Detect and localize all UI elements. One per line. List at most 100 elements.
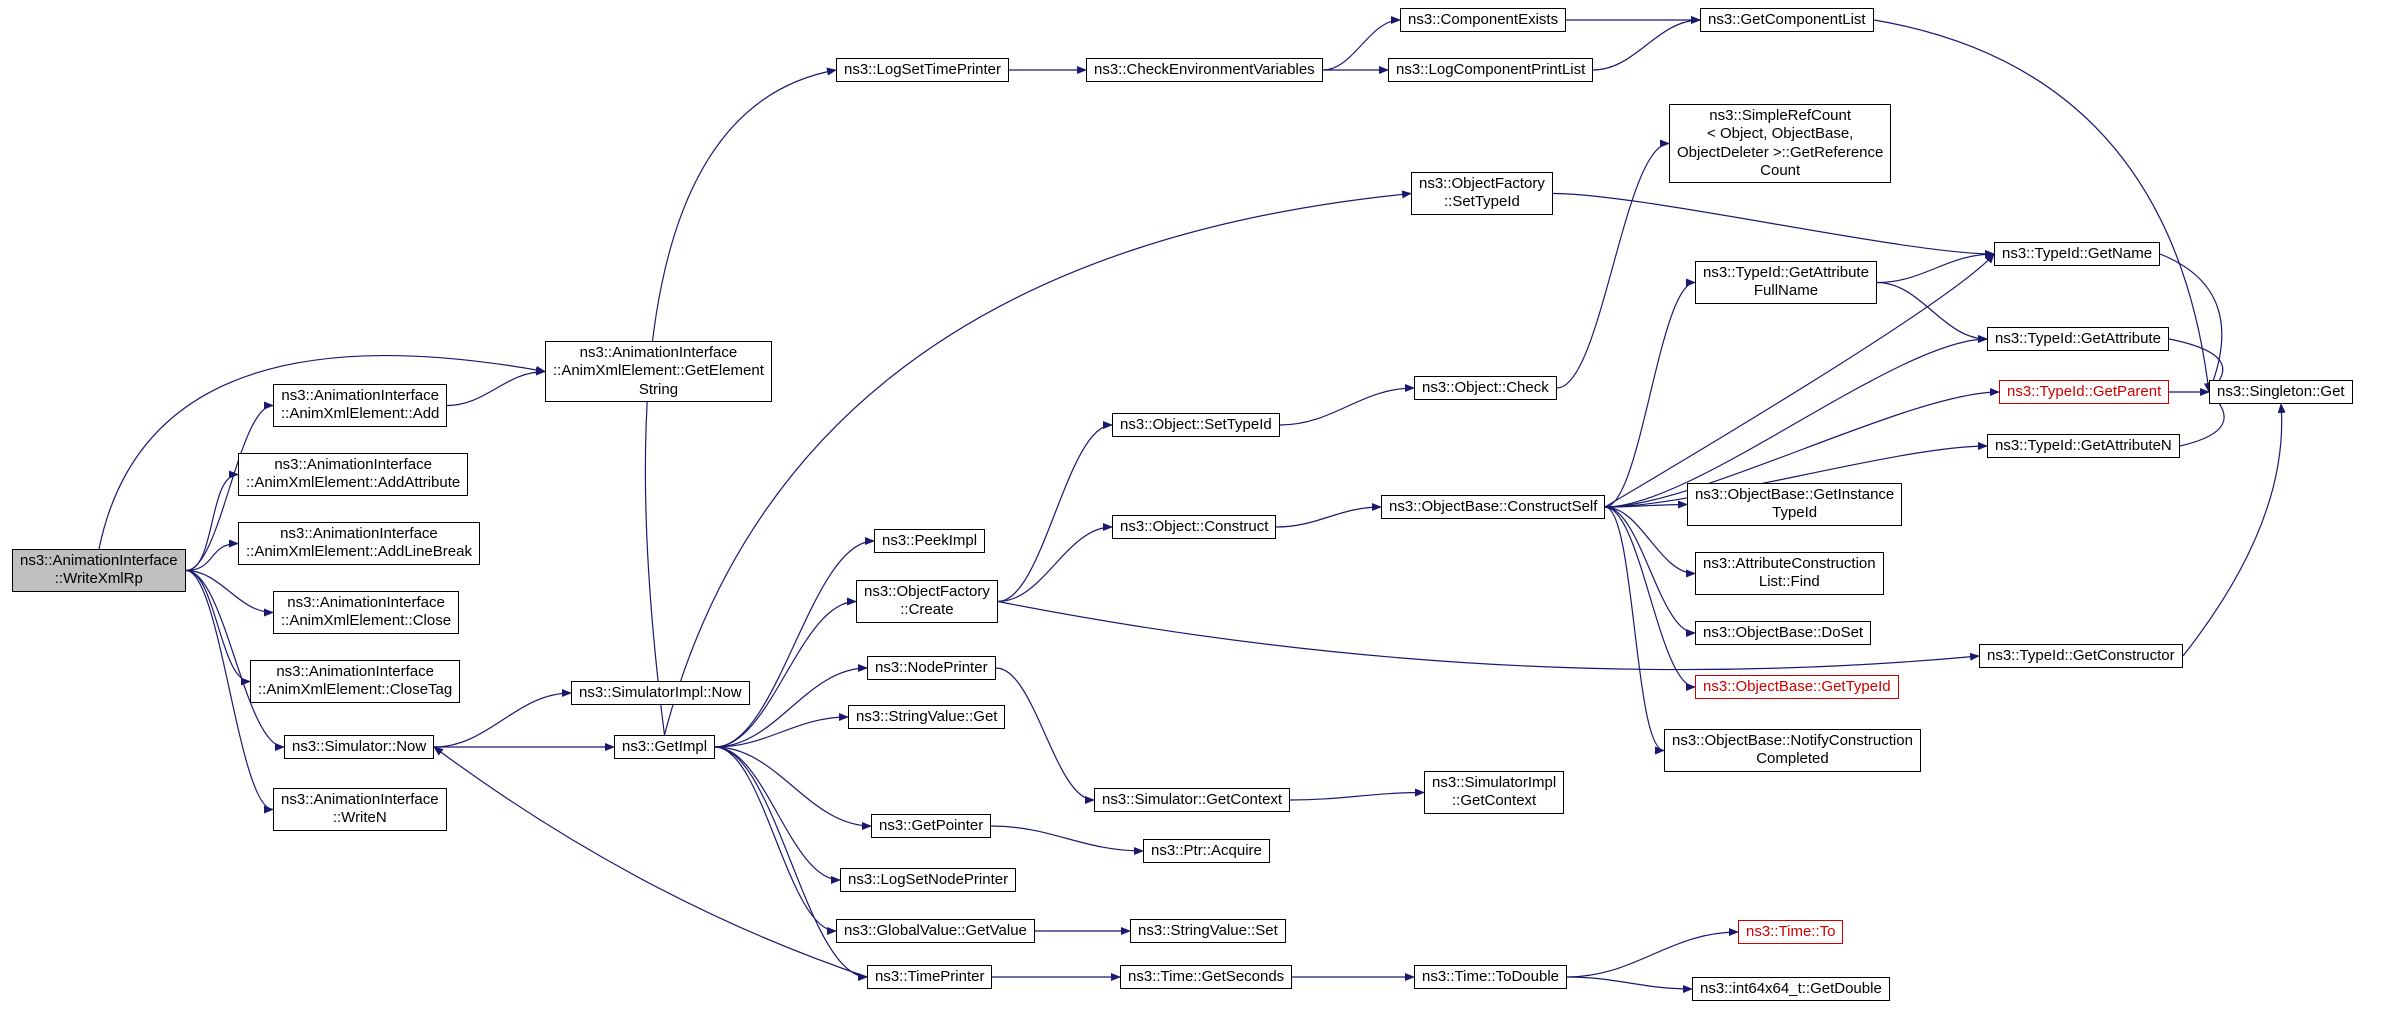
edge-get-constructor--singleton-get [2182,403,2286,657]
graph-node-component-exists[interactable]: ns3::ComponentExists [1400,8,1567,33]
node-label-line: ::WriteN [332,809,387,827]
graph-node-construct-self[interactable]: ns3::ObjectBase::ConstructSelf [1381,495,1606,520]
graph-node-int64-get-double[interactable]: ns3::int64x64_t::GetDouble [1692,977,1890,1002]
graph-node-get-pointer[interactable]: ns3::GetPointer [871,814,992,839]
graph-node-sim-get-context[interactable]: ns3::Simulator::GetContext [1094,788,1291,813]
node-label-line: ns3::Time::GetSeconds [1128,968,1285,985]
node-label-line: ns3::AnimationInterface [274,456,432,473]
graph-node-sim-impl-get-context[interactable]: ns3::SimulatorImpl::GetContext [1424,771,1565,814]
graph-node-factory-set-type-id[interactable]: ns3::ObjectFactory::SetTypeId [1411,172,1553,215]
node-label-line: ::GetContext [1452,792,1537,810]
graph-node-write-n[interactable]: ns3::AnimationInterface::WriteN [273,788,447,831]
edge-factory-create--obj-construct [997,523,1113,603]
node-label-line: ns3::Object::Construct [1120,518,1269,535]
edge-get-impl--node-printer [714,664,868,748]
graph-node-log-component-print-list[interactable]: ns3::LogComponentPrintList [1388,58,1594,83]
graph-node-type-get-attribute-n[interactable]: ns3::TypeId::GetAttributeN [1987,434,2180,459]
node-label-line: ns3::AnimationInterface [281,791,439,808]
graph-node-obj-base-get-type-id[interactable]: ns3::ObjectBase::GetTypeId [1695,675,1899,700]
graph-node-obj-set-type-id[interactable]: ns3::Object::SetTypeId [1112,413,1280,438]
graph-node-time-printer[interactable]: ns3::TimePrinter [867,965,993,990]
graph-node-peek-impl[interactable]: ns3::PeekImpl [874,529,986,554]
graph-node-log-set-node-printer[interactable]: ns3::LogSetNodePrinter [840,868,1017,893]
graph-node-ptr-acquire[interactable]: ns3::Ptr::Acquire [1143,839,1270,864]
node-label-line: ns3::GlobalValue::GetValue [844,922,1027,939]
graph-node-factory-create[interactable]: ns3::ObjectFactory::Create [856,580,998,623]
graph-node-get-ref-count[interactable]: ns3::SimpleRefCount< Object, ObjectBase,… [1669,104,1892,184]
edge-get-impl--log-set-time-printer [644,67,837,736]
edge-construct-self--get-attr-full-name [1604,278,1696,508]
graph-node-sim-impl-now[interactable]: ns3::SimulatorImpl::Now [571,681,750,706]
graph-node-log-set-time-printer[interactable]: ns3::LogSetTimePrinter [836,58,1010,83]
node-label-line: ns3::ObjectBase::DoSet [1703,624,1864,641]
graph-node-write-xml-rp[interactable]: ns3::AnimationInterface::WriteXmlRp [12,549,186,592]
graph-node-anim-close-tag[interactable]: ns3::AnimationInterface::AnimXmlElement:… [250,660,461,703]
node-label-line: String [638,380,679,398]
node-label-line: ns3::ObjectBase::ConstructSelf [1389,498,1598,515]
graph-node-time-get-seconds[interactable]: ns3::Time::GetSeconds [1120,965,1293,990]
edge-get-impl--string-value-get [714,713,849,748]
node-label-line: ns3::AnimationInterface [579,344,738,361]
node-label-line: ns3::StringValue::Set [1138,922,1278,939]
node-label-line: ns3::LogSetNodePrinter [848,871,1009,888]
graph-node-get-component-list[interactable]: ns3::GetComponentList [1700,8,1874,33]
node-label-line: ns3::AnimationInterface [276,663,434,680]
graph-node-anim-add[interactable]: ns3::AnimationInterface::AnimXmlElement:… [273,384,448,427]
edge-time-to-double--int64-get-double [1566,976,1693,993]
node-label-line: ns3::ObjectBase::GetTypeId [1703,678,1891,695]
graph-node-check-env-vars[interactable]: ns3::CheckEnvironmentVariables [1086,58,1323,83]
node-label-line: ns3::TypeId::GetAttribute [1995,330,2161,347]
edge-construct-self--obj-base-get-type-id [1604,506,1696,691]
graph-node-time-to[interactable]: ns3::Time::To [1738,920,1844,945]
graph-node-string-value-get[interactable]: ns3::StringValue::Get [848,705,1006,730]
graph-node-anim-add-attribute[interactable]: ns3::AnimationInterface::AnimXmlElement:… [238,453,469,496]
edge-get-pointer--ptr-acquire [990,825,1144,855]
graph-node-get-constructor[interactable]: ns3::TypeId::GetConstructor [1979,644,2183,669]
graph-node-global-get-value[interactable]: ns3::GlobalValue::GetValue [836,919,1035,944]
node-label-line: TypeId [1772,504,1818,522]
node-label-line: ns3::TypeId::GetAttribute [1703,264,1869,281]
edge-anim-add--get-element-string [446,367,546,407]
graph-node-obj-construct[interactable]: ns3::Object::Construct [1112,515,1277,540]
edge-factory-create--get-constructor [997,600,1980,671]
graph-node-get-impl[interactable]: ns3::GetImpl [614,735,716,760]
node-label-line: ns3::CheckEnvironmentVariables [1094,61,1315,78]
node-label-line: ns3::Ptr::Acquire [1151,842,1262,859]
node-label-line: ns3::TypeId::GetParent [2007,383,2162,400]
node-label-line: ns3::GetComponentList [1708,11,1866,28]
graph-node-obj-check[interactable]: ns3::Object::Check [1414,376,1557,401]
node-label-line: ns3::LogSetTimePrinter [844,61,1002,78]
graph-node-get-element-string[interactable]: ns3::AnimationInterface::AnimXmlElement:… [545,341,772,402]
edge-get-impl--peek-impl [714,537,875,748]
node-label-line: < Object, ObjectBase, [1707,125,1854,143]
graph-node-do-set[interactable]: ns3::ObjectBase::DoSet [1695,621,1872,646]
node-label-line: ns3::PeekImpl [882,532,978,549]
graph-node-sim-now[interactable]: ns3::Simulator::Now [284,735,435,760]
edge-factory-create--obj-set-type-id [997,421,1113,603]
graph-node-time-to-double[interactable]: ns3::Time::ToDouble [1414,965,1568,990]
node-label-line: ns3::TypeId::GetConstructor [1987,647,2175,664]
node-label-line: ::AnimXmlElement::AddLineBreak [246,543,472,561]
graph-node-string-value-set[interactable]: ns3::StringValue::Set [1130,919,1286,944]
edge-obj-construct--construct-self [1275,503,1382,528]
node-label-line: ns3::ObjectFactory [1419,175,1545,192]
graph-node-type-get-attribute[interactable]: ns3::TypeId::GetAttribute [1987,327,2169,352]
graph-node-anim-close[interactable]: ns3::AnimationInterface::AnimXmlElement:… [273,591,460,634]
edge-check-env-vars--component-exists [1322,16,1401,71]
edge-get-component-list--singleton-get [1873,19,2212,393]
graph-node-singleton-get[interactable]: ns3::Singleton::Get [2209,380,2353,405]
node-label-line: ns3::LogComponentPrintList [1396,61,1586,78]
graph-node-type-get-name[interactable]: ns3::TypeId::GetName [1994,242,2161,267]
edge-get-impl--global-get-value [714,746,837,935]
edge-construct-self--notify-constr [1604,506,1665,755]
graph-node-type-get-parent[interactable]: ns3::TypeId::GetParent [1999,380,2170,405]
edge-construct-self--type-get-attribute [1604,335,1988,508]
graph-node-node-printer[interactable]: ns3::NodePrinter [867,656,996,681]
edge-write-xml-rp--write-n [185,569,274,814]
edge-get-attr-full-name--type-get-name [1876,250,1995,284]
graph-node-anim-add-line-break[interactable]: ns3::AnimationInterface::AnimXmlElement:… [238,522,480,565]
